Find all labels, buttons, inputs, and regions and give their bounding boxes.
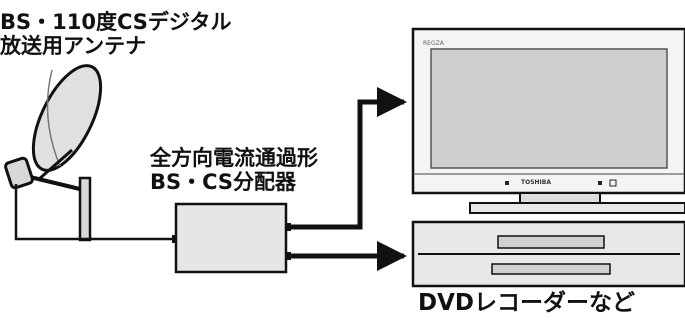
tv-stand xyxy=(519,192,601,204)
antenna-label: BS・110度CSデジタル 放送用アンテナ xyxy=(0,10,231,58)
tv-screen xyxy=(430,48,668,169)
recorder-label: DVDレコーダーなど xyxy=(418,290,635,316)
antenna-dish xyxy=(31,64,103,172)
antenna-pole xyxy=(78,176,92,242)
splitter-label-line2: BS・CS分配器 xyxy=(150,170,297,195)
tv-power-button xyxy=(505,181,509,185)
splitter-box xyxy=(172,202,291,274)
disc-tray xyxy=(497,235,605,249)
tv-maker-text: TOSHIBA xyxy=(521,179,551,186)
arrow-to-tv xyxy=(291,87,407,230)
antenna-label-line1: BS・110度CSデジタル xyxy=(0,10,232,34)
splitter-label: 全方向電流通過形 BS・CS分配器 xyxy=(150,146,318,194)
splitter-label-line1: 全方向電流通過形 xyxy=(150,146,318,170)
television xyxy=(411,27,685,214)
tv-brand-text: REGZA xyxy=(423,40,444,47)
antenna-label-line2: 放送用アンテナ xyxy=(0,34,147,59)
antenna-cable xyxy=(14,184,176,241)
satellite-antenna xyxy=(4,64,103,242)
antenna-lnb xyxy=(4,156,34,190)
dvd-recorder xyxy=(411,220,685,288)
